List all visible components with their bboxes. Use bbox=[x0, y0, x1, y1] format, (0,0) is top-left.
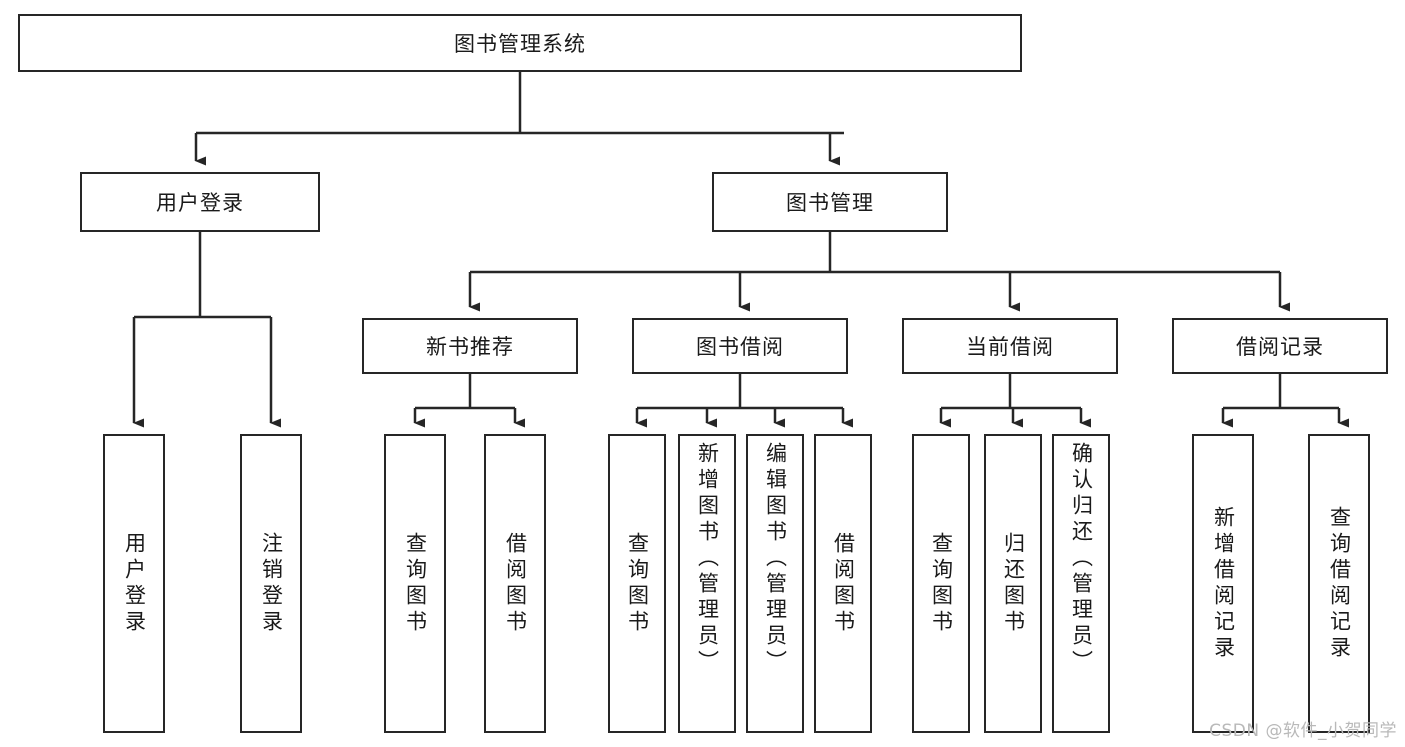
node-root[interactable]: 图书管理系统 bbox=[18, 14, 1022, 72]
node-borrow-record[interactable]: 借阅记录 bbox=[1172, 318, 1388, 374]
leaf-return-book-label: 归还图书 bbox=[1001, 531, 1026, 636]
node-current-borrow[interactable]: 当前借阅 bbox=[902, 318, 1118, 374]
node-new-book-recommend-label: 新书推荐 bbox=[426, 335, 514, 359]
leaf-query-book-current[interactable]: 查询图书 bbox=[912, 434, 970, 733]
leaf-query-book-recommend[interactable]: 查询图书 bbox=[384, 434, 446, 733]
node-user-login-label: 用户登录 bbox=[156, 191, 244, 215]
leaf-borrow-book[interactable]: 借阅图书 bbox=[814, 434, 872, 733]
leaf-query-book-current-label: 查询图书 bbox=[929, 531, 954, 636]
leaf-borrow-book-recommend[interactable]: 借阅图书 bbox=[484, 434, 546, 733]
leaf-add-book-admin-label: 新增图书（管理员） bbox=[695, 442, 720, 676]
leaf-add-borrow-record[interactable]: 新增借阅记录 bbox=[1192, 434, 1254, 733]
leaf-add-book-admin[interactable]: 新增图书（管理员） bbox=[678, 434, 736, 733]
leaf-edit-book-admin-label: 编辑图书（管理员） bbox=[763, 442, 788, 676]
node-book-manage-label: 图书管理 bbox=[786, 191, 874, 215]
leaf-borrow-book-recommend-label: 借阅图书 bbox=[503, 531, 528, 636]
leaf-edit-book-admin[interactable]: 编辑图书（管理员） bbox=[746, 434, 804, 733]
node-book-borrow-label: 图书借阅 bbox=[696, 335, 784, 359]
leaf-query-book-borrow[interactable]: 查询图书 bbox=[608, 434, 666, 733]
leaf-user-login-label: 用户登录 bbox=[122, 531, 147, 636]
leaf-query-book-borrow-label: 查询图书 bbox=[625, 531, 650, 636]
leaf-add-borrow-record-label: 新增借阅记录 bbox=[1211, 505, 1236, 662]
leaf-query-borrow-record-label: 查询借阅记录 bbox=[1327, 505, 1352, 662]
leaf-borrow-book-label: 借阅图书 bbox=[831, 531, 856, 636]
node-user-login[interactable]: 用户登录 bbox=[80, 172, 320, 232]
leaf-logout[interactable]: 注销登录 bbox=[240, 434, 302, 733]
leaf-query-book-recommend-label: 查询图书 bbox=[403, 531, 428, 636]
node-borrow-record-label: 借阅记录 bbox=[1236, 335, 1324, 359]
leaf-query-borrow-record[interactable]: 查询借阅记录 bbox=[1308, 434, 1370, 733]
leaf-user-login[interactable]: 用户登录 bbox=[103, 434, 165, 733]
leaf-return-book[interactable]: 归还图书 bbox=[984, 434, 1042, 733]
node-current-borrow-label: 当前借阅 bbox=[966, 335, 1054, 359]
leaf-logout-label: 注销登录 bbox=[259, 531, 284, 636]
node-new-book-recommend[interactable]: 新书推荐 bbox=[362, 318, 578, 374]
node-root-label: 图书管理系统 bbox=[454, 32, 586, 56]
node-book-borrow[interactable]: 图书借阅 bbox=[632, 318, 848, 374]
node-book-manage[interactable]: 图书管理 bbox=[712, 172, 948, 232]
watermark-text: CSDN @软件_小贺同学 bbox=[1209, 721, 1397, 741]
leaf-confirm-return-admin[interactable]: 确认归还（管理员） bbox=[1052, 434, 1110, 733]
leaf-confirm-return-admin-label: 确认归还（管理员） bbox=[1069, 442, 1094, 676]
